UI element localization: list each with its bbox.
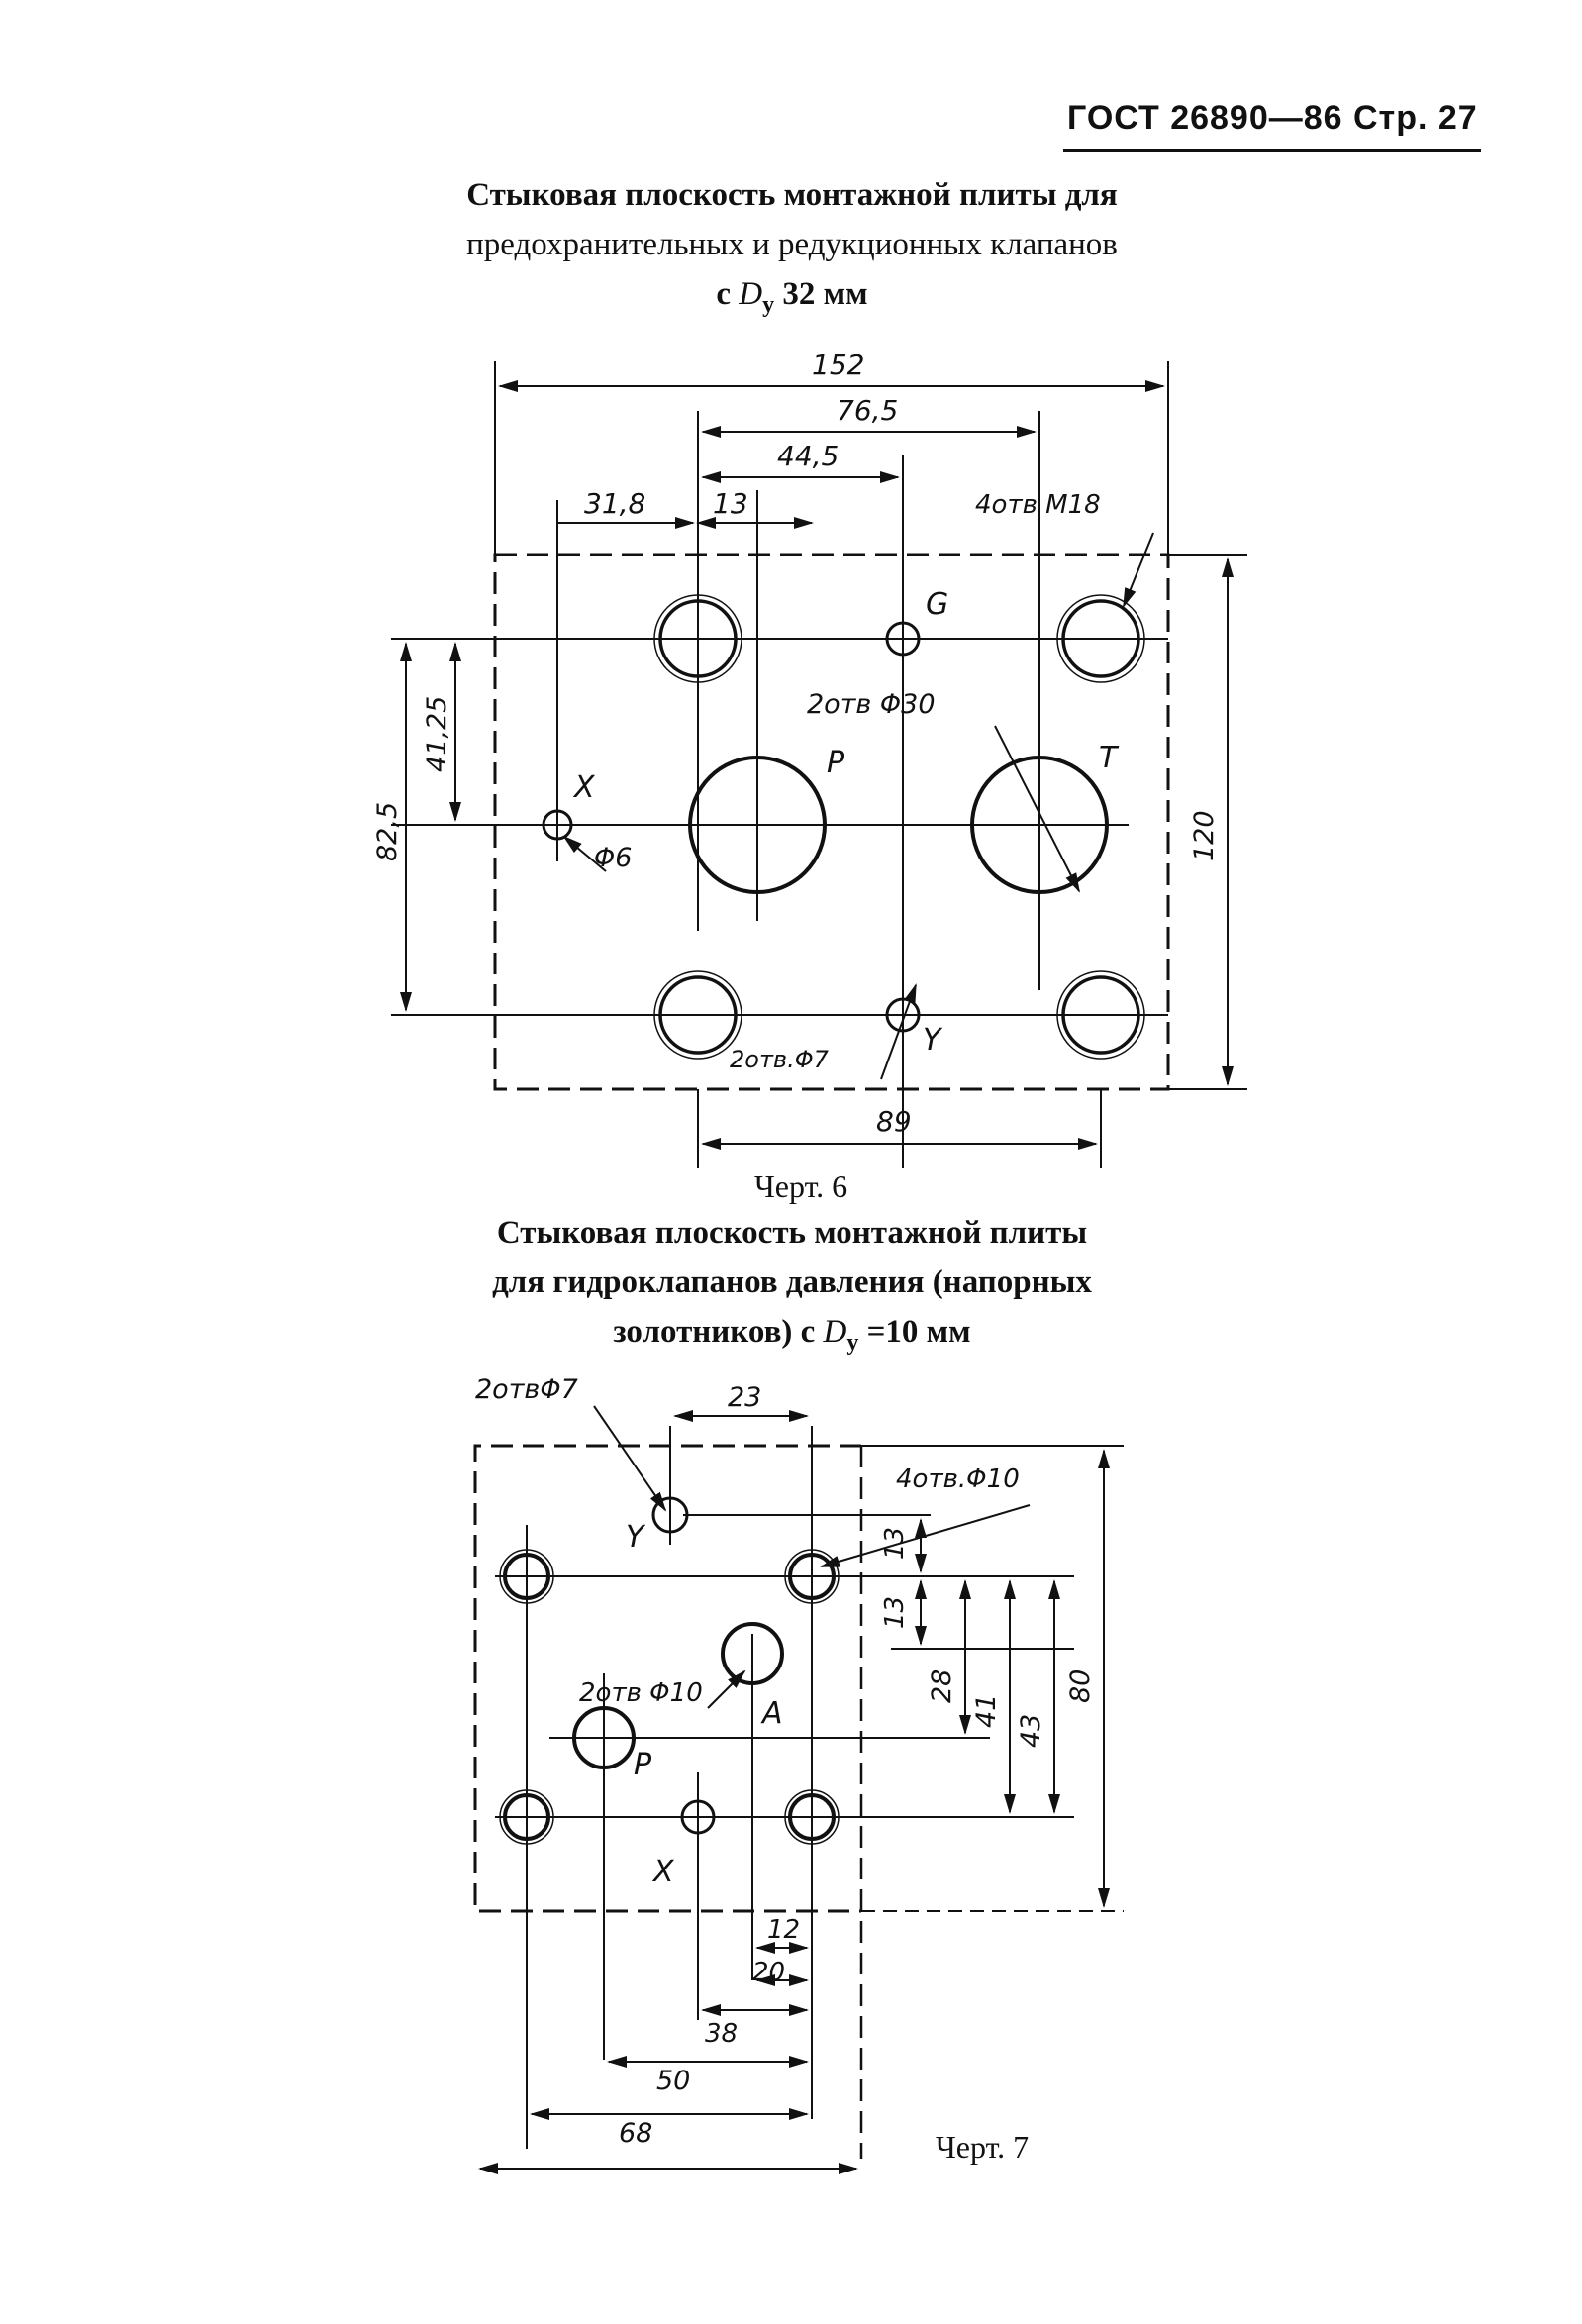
section-7-title-line1: Стыковая плоскость монтажной плиты bbox=[496, 1215, 1088, 1251]
port-X7-hole bbox=[680, 1799, 716, 1835]
dim-2otv-7b: 2отвΦ7 bbox=[475, 1374, 578, 1405]
port-P7-label: P bbox=[634, 1748, 652, 1782]
port-A-label: A bbox=[760, 1696, 783, 1731]
section-6-title-line2: предохранительных и редукционных клапано… bbox=[466, 227, 1118, 262]
port-G-hole bbox=[885, 621, 921, 657]
hole-10-bottom-left bbox=[503, 1793, 550, 1841]
dim-20: 20 bbox=[752, 1958, 785, 1987]
page-header: ГОСТ 26890—86 Стр. 27 bbox=[1067, 99, 1478, 137]
header-rule bbox=[1063, 149, 1481, 152]
figure-7-caption: Черт. 7 bbox=[936, 2129, 1030, 2165]
dim-41: 41 bbox=[971, 1694, 1002, 1728]
section-7-title-line2: для гидроклапанов давления (напорных bbox=[492, 1264, 1092, 1300]
dim-41-25: 41,25 bbox=[422, 696, 452, 772]
hole-10-top-left bbox=[503, 1553, 550, 1600]
dim-13a: 13 bbox=[880, 1527, 910, 1560]
dim-44-5: 44,5 bbox=[777, 440, 839, 472]
dim-4otv-10: 4отв.Φ10 bbox=[896, 1465, 1020, 1494]
dim-76-5: 76,5 bbox=[837, 394, 898, 427]
section-7-title-line3: золотников) с Dу =10 мм bbox=[613, 1314, 971, 1356]
plate-7-outline bbox=[473, 1444, 861, 1913]
dim-89: 89 bbox=[876, 1105, 912, 1138]
figure-6-caption: Черт. 6 bbox=[754, 1168, 848, 1204]
dim-13: 13 bbox=[713, 487, 748, 520]
hole-10-bottom-right bbox=[788, 1793, 836, 1841]
dim-38: 38 bbox=[705, 2019, 738, 2049]
dim-4otv-m18: 4отв М18 bbox=[975, 490, 1101, 520]
section-6-title-line1: Стыковая плоскость монтажной плиты для bbox=[466, 177, 1118, 213]
hole-10-top-right bbox=[788, 1553, 836, 1600]
dim-82-5: 82,5 bbox=[372, 802, 403, 861]
port-X-hole bbox=[542, 809, 573, 841]
port-X7-label: X bbox=[651, 1855, 675, 1889]
dim-2otv-7: 2отв.Φ7 bbox=[730, 1046, 830, 1073]
port-Y-label: Y bbox=[923, 1023, 943, 1058]
dim-43: 43 bbox=[1016, 1714, 1046, 1748]
port-X-label: X bbox=[572, 770, 596, 805]
dim-28: 28 bbox=[927, 1669, 957, 1703]
thread-hole-top-right bbox=[1061, 599, 1140, 678]
dim-12: 12 bbox=[767, 1915, 800, 1945]
port-T-label: T bbox=[1099, 741, 1120, 775]
dim-68: 68 bbox=[619, 2118, 652, 2149]
dim-120: 120 bbox=[1189, 810, 1220, 861]
dim-50: 50 bbox=[656, 2066, 690, 2096]
dim-6: Φ6 bbox=[594, 843, 632, 873]
thread-hole-bottom-right bbox=[1061, 975, 1140, 1055]
thread-hole-bottom-left bbox=[658, 975, 738, 1055]
dim-2otv-30: 2отв Φ30 bbox=[807, 689, 936, 720]
section-6-title-line3: с Dу 32 мм bbox=[716, 276, 868, 318]
section-7-title: Стыковая плоскость монтажной плиты для г… bbox=[346, 1208, 1237, 1367]
drawing-6: 152 76,5 44,5 31,8 13 4отв М18 2отв Φ30 … bbox=[372, 349, 1247, 1168]
dim-13b: 13 bbox=[880, 1596, 910, 1629]
port-P7-hole bbox=[572, 1706, 636, 1769]
dim-2otv-10: 2отв Φ10 bbox=[579, 1678, 703, 1708]
dim-80: 80 bbox=[1065, 1669, 1096, 1703]
dim-23: 23 bbox=[728, 1382, 761, 1413]
port-P-hole bbox=[688, 756, 827, 894]
thread-hole-top-left bbox=[658, 599, 738, 678]
dim-31-8: 31,8 bbox=[584, 487, 645, 520]
plate-6-outline bbox=[493, 553, 1170, 1091]
port-P-label: P bbox=[827, 746, 845, 780]
port-Y7-label: Y bbox=[626, 1520, 646, 1555]
section-6-title: Стыковая плоскость монтажной плиты для п… bbox=[346, 170, 1237, 330]
port-Y-hole bbox=[885, 997, 921, 1033]
port-Y7-hole bbox=[651, 1496, 689, 1534]
dim-152: 152 bbox=[812, 349, 864, 381]
port-G-label: G bbox=[926, 587, 948, 622]
port-A-hole bbox=[721, 1622, 784, 1685]
port-T-hole bbox=[970, 756, 1109, 894]
